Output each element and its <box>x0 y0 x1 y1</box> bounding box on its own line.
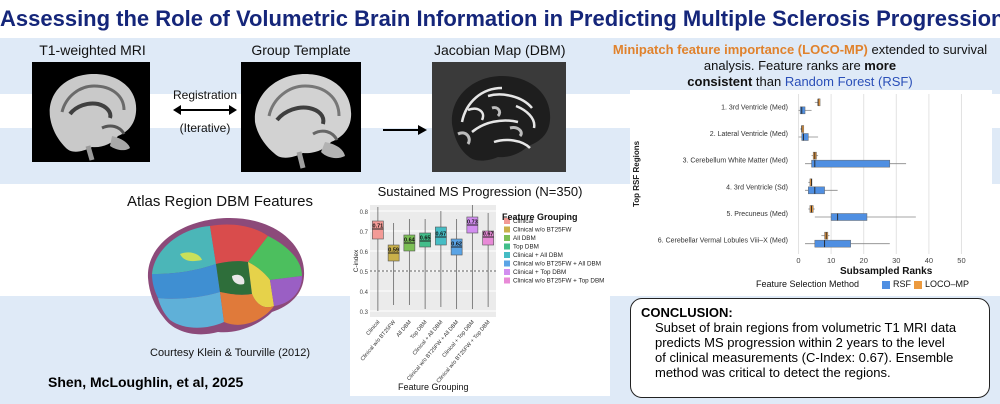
cindex-ytick-5: 0.8 <box>360 210 369 216</box>
cindex-box-4 <box>435 226 447 246</box>
cindex-median-label-0: 0.71 <box>373 224 384 230</box>
minipatch-more: more <box>864 58 897 73</box>
cindex-legend-swatch-4 <box>504 252 510 258</box>
ranks-rsf-box-1 <box>801 133 809 141</box>
cindex-legend-swatch-7 <box>504 277 510 284</box>
cindex-legend-title: Feature Grouping <box>502 212 578 222</box>
cindex-box-7 <box>482 230 494 246</box>
ranks-ylabel: Top RSF Regions <box>632 140 641 207</box>
cindex-legend-swatch-0 <box>504 218 510 224</box>
t1-caption: T1-weighted MRI <box>39 42 146 58</box>
ranks-ytick-3: 4. 3rd Ventricle (Sd) <box>726 184 788 191</box>
cindex-legend-label-1: Clinical w/o BT25FW <box>513 227 571 234</box>
ranks-xtick-5: 50 <box>957 256 965 265</box>
cindex-legend-swatch-6 <box>504 269 510 275</box>
legend-swatch-rsf <box>882 281 890 289</box>
cindex-legend-swatch-3 <box>504 243 510 250</box>
ranks-boxplot: 0 10 20 30 40 50 Top RSF Regions 1. 3rd Ventric… <box>632 94 968 265</box>
minipatch-than: than <box>752 74 785 89</box>
cindex-legend-swatch-2 <box>504 235 510 241</box>
cindex-ytick-3: 0.6 <box>360 250 369 256</box>
conclusion-heading: CONCLUSION: <box>641 305 733 320</box>
ranks-rsf-box-3 <box>808 186 825 195</box>
cindex-legend-label-2: All DBM <box>513 235 536 242</box>
ranks-rsf-box-2 <box>811 159 891 168</box>
template-caption: Group Template <box>251 42 351 58</box>
conclusion-box: CONCLUSION: Subset of brain regions from… <box>630 298 990 398</box>
minipatch-text: Minipatch feature importance (LOCO-MP) e… <box>600 42 1000 90</box>
cindex-ytick-0: 0.3 <box>360 310 369 316</box>
conclusion-line-1: Subset of brain regions from volumetric … <box>655 320 957 335</box>
cindex-boxplot: 0.3 0.4 0.5 0.6 0.7 0.8C-index 0.71 ClinicalCli… <box>353 205 604 384</box>
ranks-ytick-1: 2. Lateral Ventricle (Med) <box>710 131 788 138</box>
ranks-chart-panel: 0 10 20 30 40 50 Top RSF Regions 1. 3rd Ventric… <box>630 90 992 292</box>
cindex-box-0 <box>372 220 384 240</box>
cindex-ylabel: C-index <box>353 249 360 272</box>
cindex-legend-label-0: Clinical <box>513 218 533 225</box>
minipatch-highlight: Minipatch feature importance (LOCO-MP) <box>612 42 868 57</box>
cindex-median-label-6: 0.73 <box>467 220 478 226</box>
conclusion-line-2: predicts MS progression within 2 years t… <box>655 335 945 350</box>
legend-label-loco: LOCO–MP <box>925 279 970 289</box>
ranks-legend-label: Feature Selection Method <box>756 279 860 289</box>
cindex-legend-label-5: Clinical w/o BT25FW + All DBM <box>513 261 601 268</box>
legend-label-rsf: RSF <box>893 279 911 289</box>
ranks-xtick-2: 20 <box>860 256 868 265</box>
ranks-ytick-5: 6. Cerebellar Vermal Lobules Viii–X (Med… <box>658 238 788 245</box>
cindex-ytick-4: 0.7 <box>360 230 369 236</box>
minipatch-rsf: Random Forest (RSF) <box>784 74 913 89</box>
cindex-median-label-7: 0.67 <box>483 232 494 238</box>
cindex-legend-swatch-1 <box>504 226 510 233</box>
ranks-rsf-box-4 <box>830 213 868 221</box>
ranks-rsf-box-5 <box>814 239 851 248</box>
cindex-median-label-4: 0.67 <box>436 232 447 238</box>
ranks-xtick-3: 30 <box>892 256 900 265</box>
cindex-ytick-1: 0.4 <box>360 290 369 296</box>
minipatch-consistent: consistent <box>687 74 753 89</box>
conclusion-line-3: of clinical measurements (C-Index: 0.67)… <box>655 350 954 365</box>
cindex-legend-label-6: Clinical + Top DBM <box>513 269 566 276</box>
legend-swatch-loco <box>914 281 922 289</box>
authors: Shen, McLoughlin, et al, 2025 <box>48 374 244 390</box>
atlas-title: Atlas Region DBM Features <box>127 193 313 210</box>
cindex-box-3 <box>419 232 431 248</box>
ranks-xlabel: Subsampled Ranks <box>840 266 933 277</box>
registration-arrow <box>173 105 237 115</box>
ranks-xtick-0: 0 <box>796 256 800 265</box>
jacobian-caption: Jacobian Map (DBM) <box>434 42 566 58</box>
cindex-xlabel: Feature Grouping <box>398 382 469 392</box>
ranks-ytick-0: 1. 3rd Ventricle (Med) <box>721 104 788 111</box>
cindex-ytick-2: 0.5 <box>360 270 369 276</box>
minipatch-text-2: analysis. Feature ranks are <box>703 58 865 73</box>
cindex-median-label-1: 0.59 <box>388 248 399 254</box>
atlas-credit: Courtesy Klein & Tourville (2012) <box>150 347 310 359</box>
ranks-xtick-4: 40 <box>925 256 933 265</box>
jacobian-map-image <box>432 62 566 172</box>
ranks-ytick-4: 5. Precuneus (Med) <box>727 211 788 218</box>
ranks-ytick-2: 3. Cerebellum White Matter (Med) <box>683 158 788 165</box>
iterative-label: (Iterative) <box>179 121 231 135</box>
cindex-legend-label-7: Clinical w/o BT25FW + Top DBM <box>513 278 604 285</box>
registration-label: Registration <box>172 88 238 102</box>
cindex-median-label-5: 0.62 <box>451 242 462 248</box>
cindex-median-label-3: 0.65 <box>420 236 431 242</box>
atlas-brain-image <box>140 214 310 342</box>
ranks-rsf-box-0 <box>799 106 806 115</box>
ranks-xtick-1: 10 <box>827 256 835 265</box>
cindex-legend-label-4: Clinical + All DBM <box>513 252 563 259</box>
poster-title: Assessing the Role of Volumetric Brain I… <box>0 6 1000 31</box>
conclusion-line-4: method was critical to detect the region… <box>655 365 891 380</box>
cindex-median-label-2: 0.64 <box>404 238 416 244</box>
ranks-plot-area <box>792 94 968 254</box>
group-template-image <box>241 62 361 172</box>
minipatch-text-1: extended to survival <box>867 42 988 57</box>
cindex-legend-swatch-5 <box>504 260 510 267</box>
dbm-arrow <box>383 125 427 135</box>
t1-mri-image <box>32 62 150 162</box>
boxplot-title: Sustained MS Progression (N=350) <box>377 184 583 199</box>
cindex-legend-label-3: Top DBM <box>513 244 539 251</box>
